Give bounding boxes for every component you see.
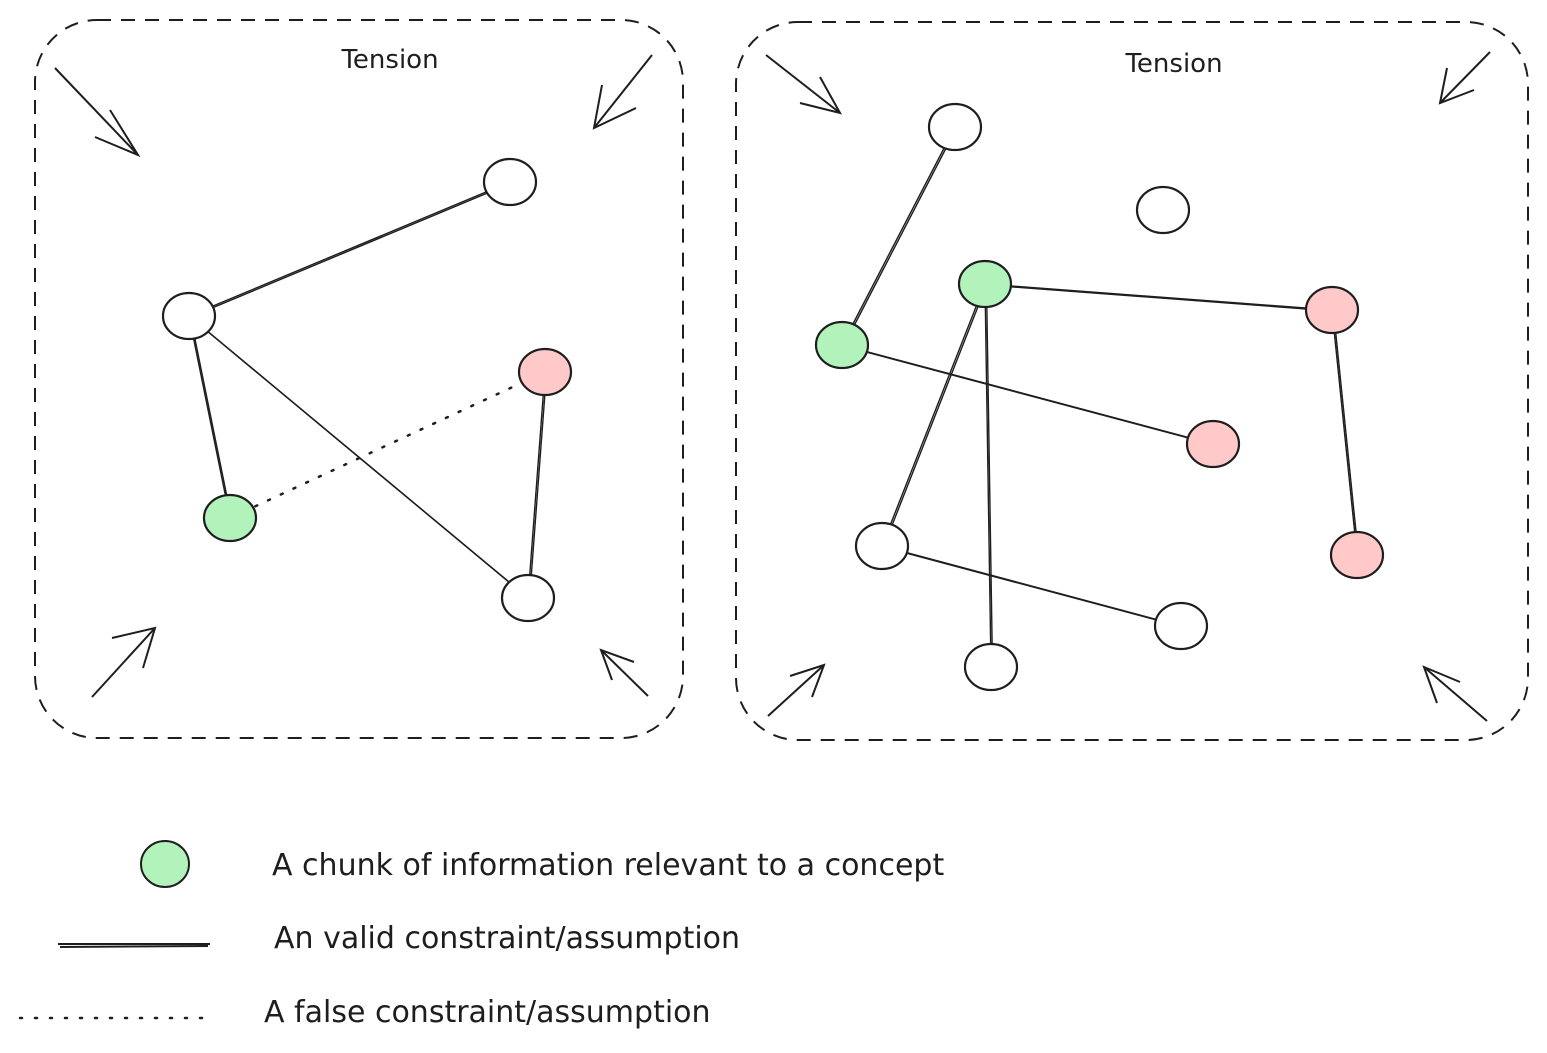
valid-constraint-edge bbox=[881, 283, 988, 548]
panel-left-frame bbox=[34, 19, 684, 739]
info-node bbox=[161, 291, 217, 341]
false-info-node bbox=[1185, 419, 1241, 469]
false-constraint-edge bbox=[228, 370, 547, 520]
valid-constraint-edge bbox=[841, 344, 1215, 446]
legend-label: An valid constraint/assumption bbox=[274, 921, 740, 956]
legend: A chunk of information relevant to a con… bbox=[18, 840, 944, 1030]
panel-left-edges bbox=[188, 181, 548, 600]
arrow-icon-bottom-right bbox=[599, 648, 649, 697]
panel-right-edges bbox=[841, 126, 1360, 669]
false-info-node bbox=[1304, 285, 1360, 335]
relevant-info-node bbox=[202, 493, 258, 543]
tension-arrows-right bbox=[765, 51, 1491, 722]
info-node bbox=[500, 573, 556, 623]
valid-constraint-edge bbox=[188, 315, 233, 520]
legend-relevant-node-icon bbox=[140, 840, 190, 888]
arrow-icon-top-left bbox=[54, 67, 141, 158]
arrow-icon-bottom-left bbox=[767, 663, 826, 717]
relevant-info-node bbox=[814, 320, 870, 370]
arrow-icon-bottom-right bbox=[1422, 665, 1488, 722]
panel-right-nodes bbox=[814, 102, 1385, 692]
valid-constraint-edge bbox=[527, 371, 548, 600]
false-info-node bbox=[1329, 530, 1385, 580]
panel-right-title: Tension bbox=[1124, 49, 1222, 79]
info-node bbox=[963, 642, 1019, 692]
info-node bbox=[482, 157, 538, 207]
valid-constraint-edge bbox=[1331, 309, 1360, 557]
legend-label: A false constraint/assumption bbox=[264, 995, 711, 1030]
arrow-icon-top-right bbox=[1438, 51, 1491, 105]
panel-left-nodes bbox=[161, 157, 573, 623]
info-node bbox=[1135, 185, 1191, 235]
valid-constraint-edge bbox=[881, 545, 1183, 628]
legend-item-false: A false constraint/assumption bbox=[18, 995, 711, 1030]
info-node bbox=[854, 521, 910, 571]
legend-item-relevant: A chunk of information relevant to a con… bbox=[140, 840, 944, 888]
valid-constraint-edge bbox=[188, 181, 512, 318]
info-node bbox=[1153, 601, 1209, 651]
arrow-icon-top-left bbox=[765, 54, 842, 115]
relevant-info-node bbox=[957, 259, 1013, 309]
legend-label: A chunk of information relevant to a con… bbox=[272, 848, 944, 883]
tension-arrows-left bbox=[54, 54, 653, 698]
arrow-icon-bottom-left bbox=[91, 626, 157, 698]
panel-left: Tension bbox=[34, 19, 684, 739]
arrow-icon-top-right bbox=[592, 54, 653, 130]
valid-constraint-edge bbox=[984, 283, 994, 669]
info-node bbox=[927, 102, 983, 152]
panel-right-frame bbox=[735, 21, 1529, 741]
valid-constraint-edge bbox=[984, 283, 1334, 312]
valid-constraint-edge bbox=[841, 126, 958, 347]
panel-right: Tension bbox=[735, 21, 1529, 741]
panel-left-title: Tension bbox=[340, 45, 438, 75]
legend-item-valid: An valid constraint/assumption bbox=[58, 921, 740, 956]
legend-valid-line-icon bbox=[58, 943, 210, 948]
false-info-node bbox=[517, 347, 573, 397]
